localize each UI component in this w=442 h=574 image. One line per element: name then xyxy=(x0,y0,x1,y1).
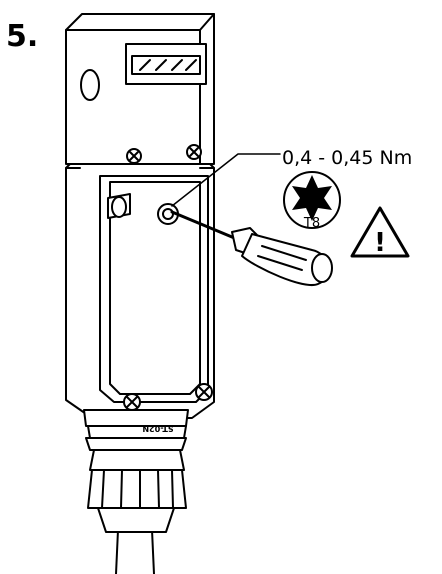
torx-bit-icon xyxy=(283,171,341,229)
warning-icon xyxy=(350,206,410,258)
housing-marking: ST-02N xyxy=(142,424,173,433)
torque-spec-label: 0,4 - 0,45 Nm xyxy=(282,147,413,169)
actuator-head xyxy=(65,13,215,165)
switch-body xyxy=(65,153,215,439)
cable-gland xyxy=(85,437,187,533)
leader-line xyxy=(171,153,281,207)
step-number: 5. xyxy=(6,19,39,54)
bottom-screws xyxy=(123,383,213,411)
screwdriver-icon xyxy=(170,210,333,286)
cable xyxy=(115,529,155,574)
cover-screw xyxy=(157,203,179,225)
warning-exclamation: ! xyxy=(374,228,386,258)
torx-size-label: T8 xyxy=(303,216,320,231)
